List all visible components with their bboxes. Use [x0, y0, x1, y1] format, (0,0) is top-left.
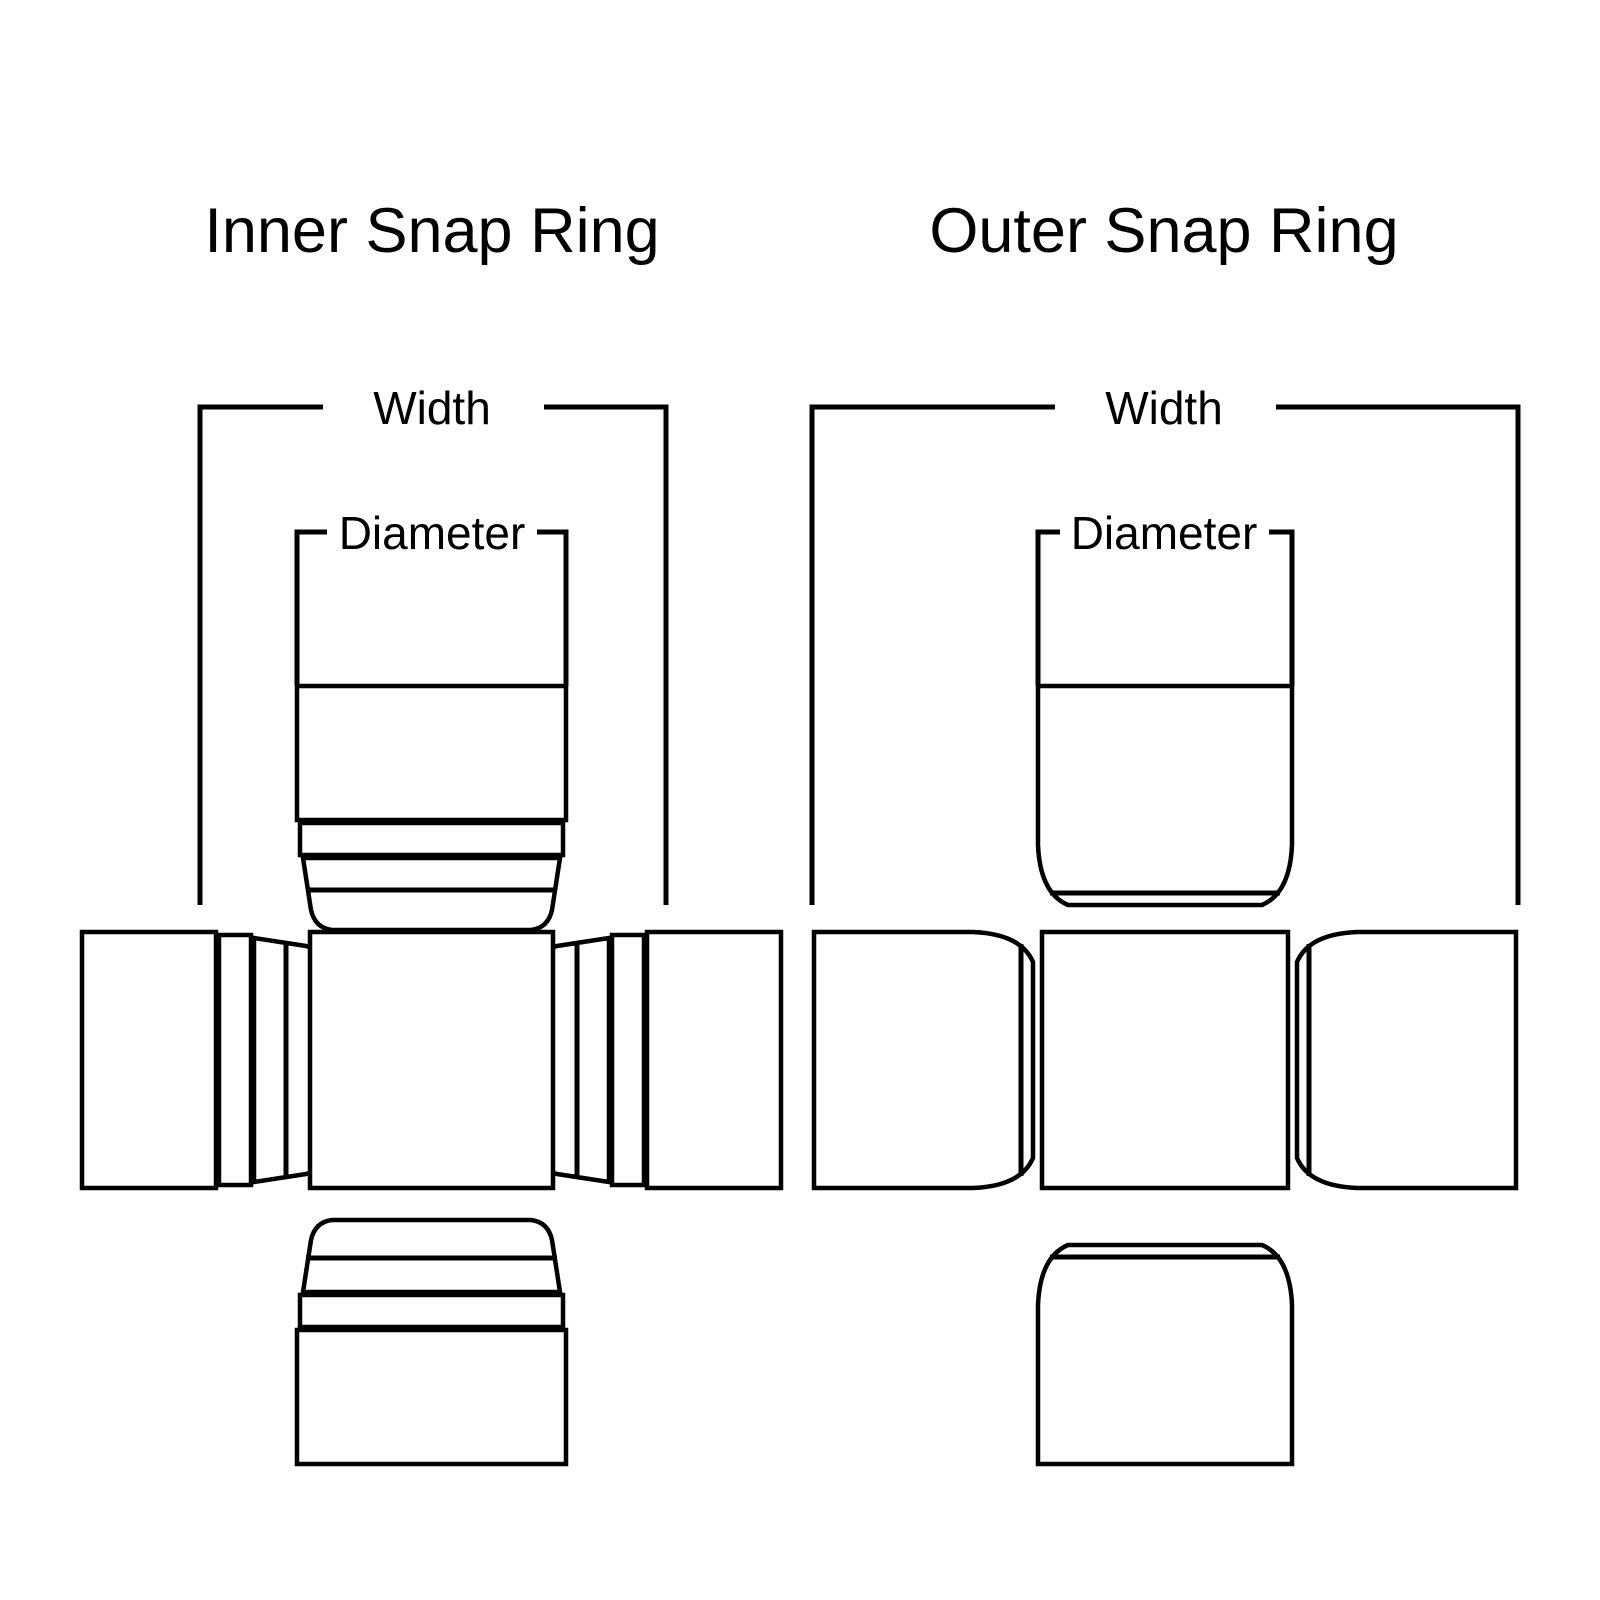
width-bracket-left-outer: [809, 404, 1055, 905]
snap-ring-band-right-inner: [609, 932, 647, 1188]
cap-body-right-outer: [1294, 929, 1519, 1191]
cap-body-top-outer: [1035, 683, 1295, 908]
bearing-cap-top-inner: [294, 683, 569, 933]
snap-ring-band-top-inner: [297, 820, 566, 858]
cap-body-bottom-outer: [1035, 1242, 1295, 1467]
bearing-cap-left-outer: [811, 929, 1036, 1191]
bearing-cap-top-outer: [1035, 683, 1295, 908]
dimension-width-outer: Width: [809, 382, 1521, 905]
bearing-cap-left-inner: [79, 929, 329, 1191]
cross-hub-outer: [1039, 929, 1291, 1191]
cap-body-right-inner: [644, 929, 784, 1191]
bearing-cap-right-inner: [534, 929, 784, 1191]
panel-title-outer: Outer Snap Ring: [929, 196, 1398, 266]
diameter-label-inner: Diameter: [339, 507, 526, 559]
cap-body-bottom-inner: [294, 1327, 569, 1467]
width-bracket-left-inner: [197, 404, 323, 905]
snap-ring-band-left-inner: [216, 932, 254, 1188]
diameter-label-outer: Diameter: [1071, 507, 1258, 559]
panel-title-inner: Inner Snap Ring: [204, 196, 659, 266]
cross-hub-inner: [307, 929, 556, 1191]
bearing-cap-right-outer: [1294, 929, 1519, 1191]
cap-body-left-outer: [811, 929, 1036, 1191]
cap-body-top-inner: [294, 683, 569, 823]
width-label-inner: Width: [373, 382, 491, 434]
width-label-outer: Width: [1105, 382, 1223, 434]
width-bracket-right-inner: [544, 404, 669, 905]
dimension-diameter-outer: Diameter: [1035, 507, 1295, 686]
dimension-diameter-inner: Diameter: [294, 507, 569, 686]
width-bracket-right-outer: [1276, 404, 1521, 905]
diameter-bracket-left-inner: [294, 529, 327, 686]
trunnion-flare-top-inner: [300, 855, 563, 933]
diameter-bracket-left-outer: [1035, 529, 1060, 686]
panel-outer-snap-ring: Outer Snap Ring Width Diameter: [809, 196, 1521, 1467]
cap-body-left-inner: [79, 929, 219, 1191]
panel-inner-snap-ring: Inner Snap Ring Width Diameter: [79, 196, 784, 1467]
bearing-cap-bottom-inner: [294, 1217, 569, 1467]
dimension-width-inner: Width: [197, 382, 669, 905]
diameter-bracket-right-inner: [537, 529, 569, 686]
snap-ring-band-bottom-inner: [297, 1292, 566, 1330]
bearing-cap-bottom-outer: [1035, 1242, 1295, 1467]
diameter-bracket-right-outer: [1269, 529, 1295, 686]
